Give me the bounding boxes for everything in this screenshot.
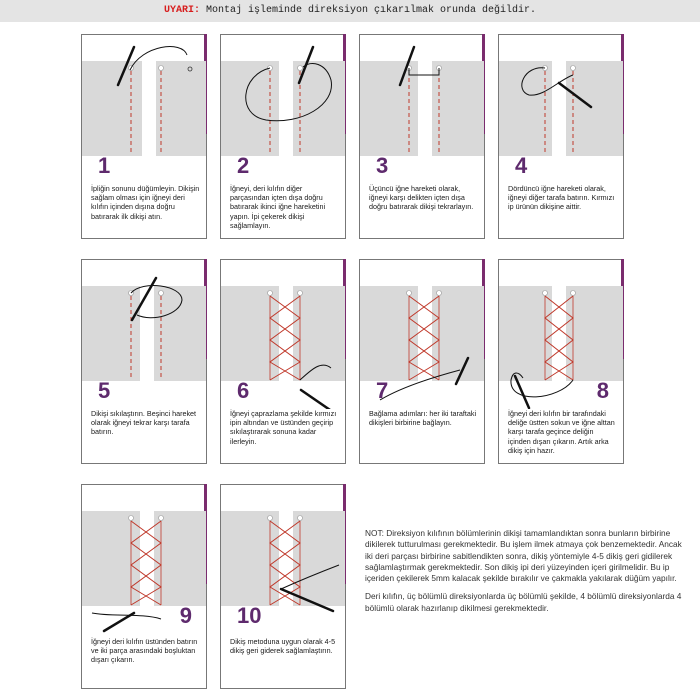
step-card-8: 8 İğneyi deri kılıfın bir tarafındaki de… (498, 259, 624, 464)
note-block: NOT: Direksiyon kılıfının bölümlerinin d… (365, 528, 685, 621)
step-card-10: 10 Dikiş metoduna uygun olarak 4-5 dikiş… (220, 484, 346, 689)
step-5-illustration (82, 276, 206, 381)
step-text: İğneyi deri kılıfın üstünden batırın ve … (91, 637, 201, 665)
step-10-illustration (221, 511, 345, 613)
step-6-illustration (221, 286, 345, 410)
step-7-illustration (360, 286, 484, 401)
step-text: Bağlama adımları: her iki taraftaki diki… (369, 409, 479, 428)
step-1-illustration (82, 45, 206, 156)
step-number: 3 (376, 153, 389, 178)
step-number: 9 (179, 603, 192, 628)
step-text: Üçüncü iğne hareketi olarak, iğneyi karş… (369, 184, 479, 212)
step-text: İğneyi, deri kılıfın diğer parçasından i… (230, 184, 340, 231)
step-number: 7 (376, 378, 389, 403)
step-4-illustration (499, 61, 623, 156)
step-card-4: 4 Dördüncü iğne hareketi olarak, iğneyi … (498, 34, 624, 239)
warning-label: UYARI: (163, 5, 200, 16)
step-number: 10 (237, 603, 262, 628)
step-2-illustration (221, 45, 345, 156)
step-card-7: 7 Bağlama adımları: her iki taraftaki di… (359, 259, 485, 464)
step-3-illustration (360, 45, 484, 156)
step-card-1: 1 İpliğin sonunu düğümleyin. Dikişin sağ… (81, 34, 207, 239)
step-number: 6 (237, 378, 250, 403)
step-number: 1 (98, 153, 111, 178)
step-text: İpliğin sonunu düğümleyin. Dikişin sağla… (91, 184, 201, 221)
step-number: 2 (237, 153, 250, 178)
step-text: İğneyi çaprazlama şekilde kırmızı ipin a… (230, 409, 340, 446)
step-number: 4 (515, 153, 528, 178)
step-number: 8 (596, 378, 609, 403)
step-card-5: 5 Dikişi sıkılaştırın. Beşinci hareket o… (81, 259, 207, 464)
step-number: 5 (98, 378, 111, 403)
step-9-illustration (82, 511, 206, 633)
step-text: İğneyi deri kılıfın bir tarafındaki deli… (508, 409, 618, 456)
step-8-illustration (499, 286, 623, 410)
step-text: Dördüncü iğne hareketi olarak, iğneyi di… (508, 184, 618, 212)
step-text: Dikişi sıkılaştırın. Beşinci hareket ola… (91, 409, 201, 437)
note-paragraph-2: Deri kılıfın, üç bölümlü direksiyonlarda… (365, 591, 682, 613)
step-card-2: 2 İğneyi, deri kılıfın diğer parçasından… (220, 34, 346, 239)
step-card-9: 9 İğneyi deri kılıfın üstünden batırın v… (81, 484, 207, 689)
warning-bar: UYARI: Montaj işleminde direksiyon çıkar… (0, 0, 700, 22)
step-card-3: 3 Üçüncü iğne hareketi olarak, iğneyi ka… (359, 34, 485, 239)
step-text: Dikiş metoduna uygun olarak 4-5 dikiş ge… (230, 637, 340, 656)
step-card-6: 6 İğneyi çaprazlama şekilde kırmızı ipin… (220, 259, 346, 464)
warning-text: Montaj işleminde direksiyon çıkarılmak o… (205, 5, 537, 16)
note-paragraph-1: NOT: Direksiyon kılıfının bölümlerinin d… (365, 528, 682, 584)
